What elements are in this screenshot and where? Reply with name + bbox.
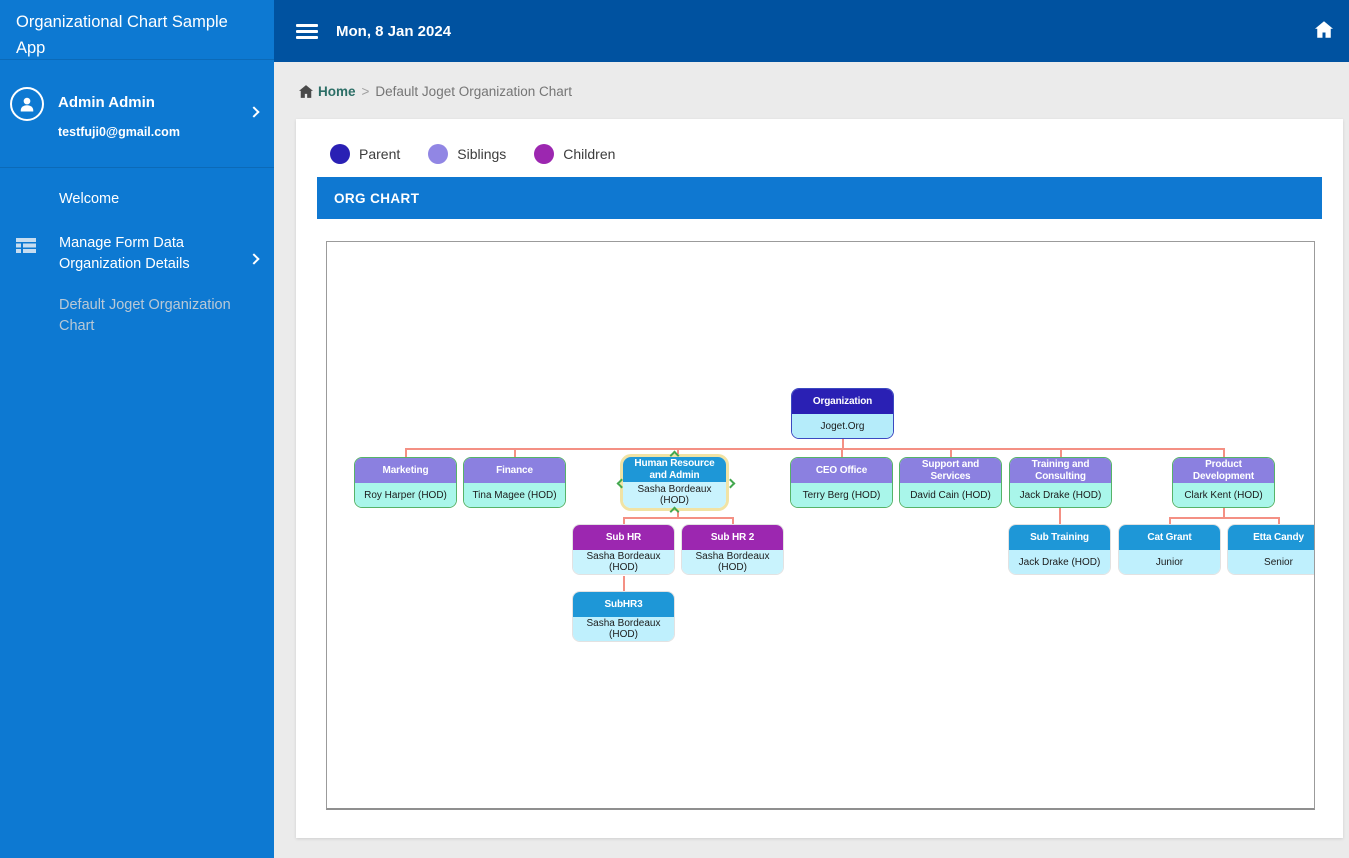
legend: Parent Siblings Children [330, 144, 643, 164]
sidebar-item-label: Welcome [59, 191, 120, 207]
org-node-sub-hr[interactable]: Sub HR Sasha Bordeaux (HOD) [572, 524, 675, 575]
sidebar-item-default-org-chart[interactable]: Default Joget Organization Chart [0, 285, 274, 347]
sidebar-item-manage-form-data[interactable]: Manage Form Data Organization Details [0, 223, 274, 285]
user-panel[interactable]: Admin Admin testfuji0@gmail.com [0, 60, 274, 168]
org-node-training-consulting[interactable]: Training and Consulting Jack Drake (HOD) [1009, 457, 1112, 508]
org-node-sub-training[interactable]: Sub Training Jack Drake (HOD) [1008, 524, 1111, 575]
org-node-marketing[interactable]: Marketing Roy Harper (HOD) [354, 457, 457, 508]
user-name: Admin Admin [58, 94, 155, 111]
connector-line [405, 448, 407, 457]
user-avatar-icon [10, 87, 44, 121]
connector-line [405, 448, 1225, 450]
home-icon[interactable] [1315, 21, 1333, 43]
connector-line [841, 448, 843, 457]
org-node-subhr3[interactable]: SubHR3 Sasha Bordeaux (HOD) [572, 591, 675, 642]
org-node-etta-candy[interactable]: Etta Candy Senior [1227, 524, 1314, 575]
parent-color-swatch [330, 144, 350, 164]
connector-line [677, 448, 679, 454]
org-node-human-resource-selected[interactable]: Human Resource and Admin Sasha Bordeaux … [616, 450, 736, 517]
connector-line [1223, 508, 1225, 517]
breadcrumb-home-link[interactable]: Home [299, 84, 356, 99]
org-node-ceo-office[interactable]: CEO Office Terry Berg (HOD) [790, 457, 893, 508]
connector-line [514, 448, 516, 457]
sidebar-menu: Welcome Manage Form Data Organization De… [0, 168, 274, 347]
connector-line [732, 517, 734, 524]
connector-line [623, 576, 625, 591]
org-chart-card: Parent Siblings Children ORG CHART [296, 119, 1343, 838]
siblings-color-swatch [428, 144, 449, 164]
org-node-finance[interactable]: Finance Tina Magee (HOD) [463, 457, 566, 508]
chevron-right-icon [248, 106, 260, 118]
connector-line [1060, 448, 1062, 457]
sidebar-item-welcome[interactable]: Welcome [0, 180, 274, 223]
connector-line [1059, 508, 1061, 524]
org-node-product-development[interactable]: Product Development Clark Kent (HOD) [1172, 457, 1275, 508]
org-node-organization[interactable]: Organization Joget.Org [791, 388, 894, 439]
connector-line [623, 517, 734, 519]
chevron-right-icon[interactable] [725, 478, 736, 489]
hamburger-menu-icon[interactable] [296, 24, 318, 39]
list-icon [16, 238, 36, 260]
legend-item-siblings: Siblings [428, 144, 506, 164]
current-date: Mon, 8 Jan 2024 [336, 23, 452, 40]
user-email: testfuji0@gmail.com [58, 125, 180, 139]
top-bar: Mon, 8 Jan 2024 [274, 0, 1349, 62]
sidebar-item-label: Manage Form Data Organization Details [59, 235, 190, 272]
sidebar-item-label: Default Joget Organization Chart [59, 297, 231, 334]
connector-line [1278, 517, 1280, 524]
content-area: Home > Default Joget Organization Chart … [274, 62, 1349, 858]
connector-line [623, 517, 625, 524]
connector-line [950, 448, 952, 457]
children-color-swatch [534, 144, 555, 164]
connector-line [1169, 517, 1171, 524]
home-icon [299, 85, 313, 98]
legend-item-children: Children [534, 144, 615, 164]
org-chart-canvas[interactable]: Organization Joget.Org Marketing Roy Har… [326, 241, 1315, 810]
breadcrumb-current: Default Joget Organization Chart [375, 84, 573, 99]
connector-line [1223, 448, 1225, 457]
breadcrumb-separator: > [361, 84, 370, 99]
connector-line [842, 439, 844, 448]
connector-line [1169, 517, 1280, 519]
org-node-sub-hr-2[interactable]: Sub HR 2 Sasha Bordeaux (HOD) [681, 524, 784, 575]
sidebar: Organizational Chart Sample App Admin Ad… [0, 0, 274, 858]
chevron-right-icon [248, 253, 260, 265]
org-node-cat-grant[interactable]: Cat Grant Junior [1118, 524, 1221, 575]
legend-item-parent: Parent [330, 144, 400, 164]
panel-header: ORG CHART [317, 177, 1322, 219]
app-title: Organizational Chart Sample App [0, 0, 274, 60]
panel-title: ORG CHART [334, 190, 420, 206]
org-node-support-services[interactable]: Support and Services David Cain (HOD) [899, 457, 1002, 508]
breadcrumb: Home > Default Joget Organization Chart [299, 84, 572, 99]
connector-line [677, 511, 679, 517]
